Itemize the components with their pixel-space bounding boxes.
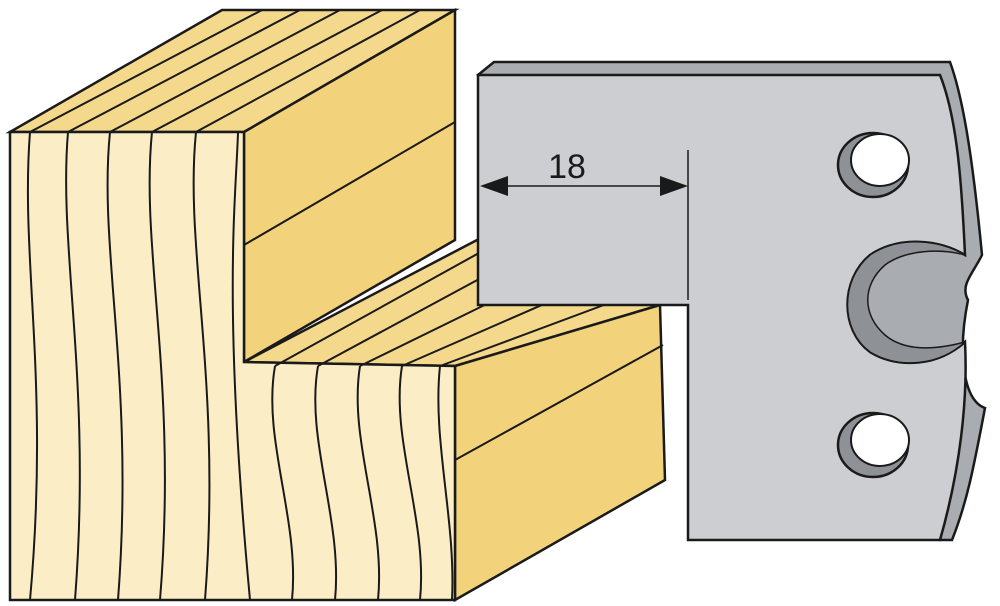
upper-mount-hole bbox=[836, 131, 910, 199]
wood-front-grain bbox=[26, 131, 454, 601]
center-notch-shadow bbox=[846, 241, 966, 364]
dimension-value: 18 bbox=[548, 148, 586, 186]
wood-upper-side-line bbox=[243, 121, 456, 246]
wood-lower-side-line bbox=[454, 344, 664, 461]
width-dimension: 18 bbox=[480, 148, 689, 300]
wood-top-grain bbox=[29, 9, 421, 133]
dimension-arrow-right bbox=[660, 176, 688, 196]
profile-knife-icon bbox=[476, 60, 987, 542]
lower-mount-hole bbox=[836, 411, 910, 479]
dimension-arrow-left bbox=[480, 176, 508, 196]
wood-front-face bbox=[8, 130, 457, 602]
